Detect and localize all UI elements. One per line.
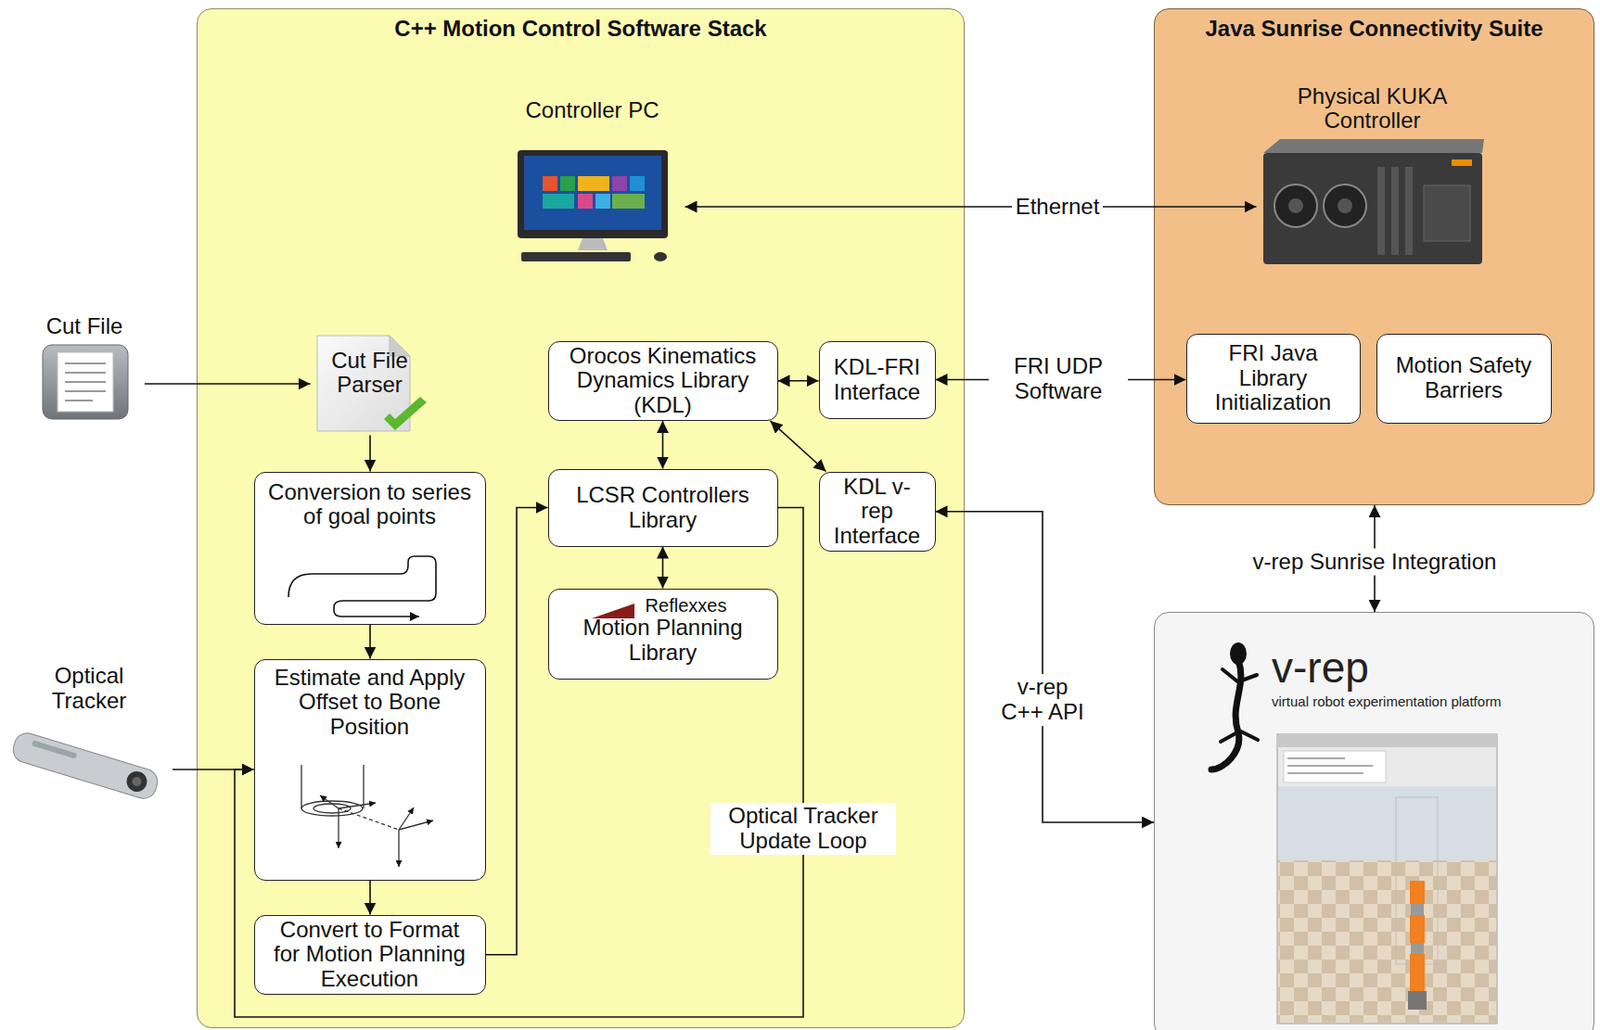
cut-file-icon — [42, 345, 128, 420]
connector-arrow — [662, 547, 665, 589]
kuka-controller-icon — [1263, 139, 1485, 265]
process-box: Estimate and Apply Offset to Bone Positi… — [254, 659, 487, 882]
library-label: Orocos Kinematics Dynamics Library (KDL) — [556, 344, 770, 420]
connector-arrow — [369, 625, 372, 660]
connector-arrow — [144, 383, 311, 385]
device-label: Physical KUKA Controller — [1270, 84, 1475, 135]
device-label: Cut File — [46, 314, 124, 340]
connector-arrow — [770, 421, 827, 472]
device-label: Optical Tracker — [33, 664, 145, 715]
connector-arrow — [778, 380, 820, 383]
interface-label: KDL-FRI Interface — [825, 355, 930, 406]
library-box: Orocos Kinematics Dynamics Library (KDL) — [548, 341, 779, 423]
interface-box: KDL v-rep Interface — [819, 472, 936, 553]
device-label: Controller PC — [524, 98, 659, 124]
connector-arrow — [234, 508, 804, 1019]
vrep-gecko-logo — [1211, 642, 1258, 770]
edge-label: v-rep C++ API — [991, 674, 1094, 727]
process-label: Estimate and Apply Offset to Bone Positi… — [262, 665, 478, 742]
connector-arrow — [369, 881, 372, 916]
edge-label: v-rep Sunrise Integration — [1249, 549, 1501, 576]
connector-arrow — [685, 205, 1257, 208]
vrep-screenshot — [1277, 734, 1498, 1024]
panel-title: C++ Motion Control Software Stack — [197, 16, 964, 42]
logo-title: v-rep — [1271, 646, 1594, 690]
edge-label: FRI UDP Software — [988, 353, 1128, 406]
goal-path-sketch — [288, 556, 436, 617]
connector-arrow — [662, 421, 665, 469]
connector-arrow — [935, 512, 1155, 823]
edge-label: Ethernet — [1011, 193, 1104, 221]
process-box: Convert to Format for Motion Planning Ex… — [254, 915, 487, 997]
module-box: FRI Java Library Initialization — [1186, 333, 1361, 424]
module-label: Motion Safety Barriers — [1388, 353, 1540, 404]
interface-label: KDL v-rep Interface — [829, 474, 926, 551]
bone-frames-sketch — [301, 765, 434, 868]
monitor-icon — [517, 150, 668, 262]
edge-label: Optical Tracker Update Loop — [710, 803, 896, 856]
library-label: LCSR Controllers Library — [556, 483, 770, 534]
interface-box: KDL-FRI Interface — [819, 341, 936, 420]
panel-title: Java Sunrise Connectivity Suite — [1154, 16, 1594, 42]
process-label: Convert to Format for Motion Planning Ex… — [268, 918, 473, 994]
module-box: Motion Safety Barriers — [1376, 333, 1552, 424]
logo-subtitle: virtual robot experimentation platform — [1271, 694, 1594, 711]
optical-tracker-icon — [10, 729, 161, 802]
connector-arrow — [369, 435, 372, 473]
process-label: Cut File Parser — [316, 348, 424, 399]
library-box: LCSR Controllers Library — [548, 469, 779, 548]
logo-text: Reflexxes — [645, 595, 728, 616]
library-label: Motion Planning Library — [556, 615, 770, 666]
library-box: ReflexxesMotion Planning Library — [548, 588, 779, 680]
module-label: FRI Java Library Initialization — [1207, 341, 1340, 417]
reflexxes-logo — [591, 603, 635, 619]
connector-arrow — [486, 508, 549, 956]
process-label: Conversion to series of goal points — [262, 480, 478, 531]
parser-document-icon — [317, 335, 427, 432]
